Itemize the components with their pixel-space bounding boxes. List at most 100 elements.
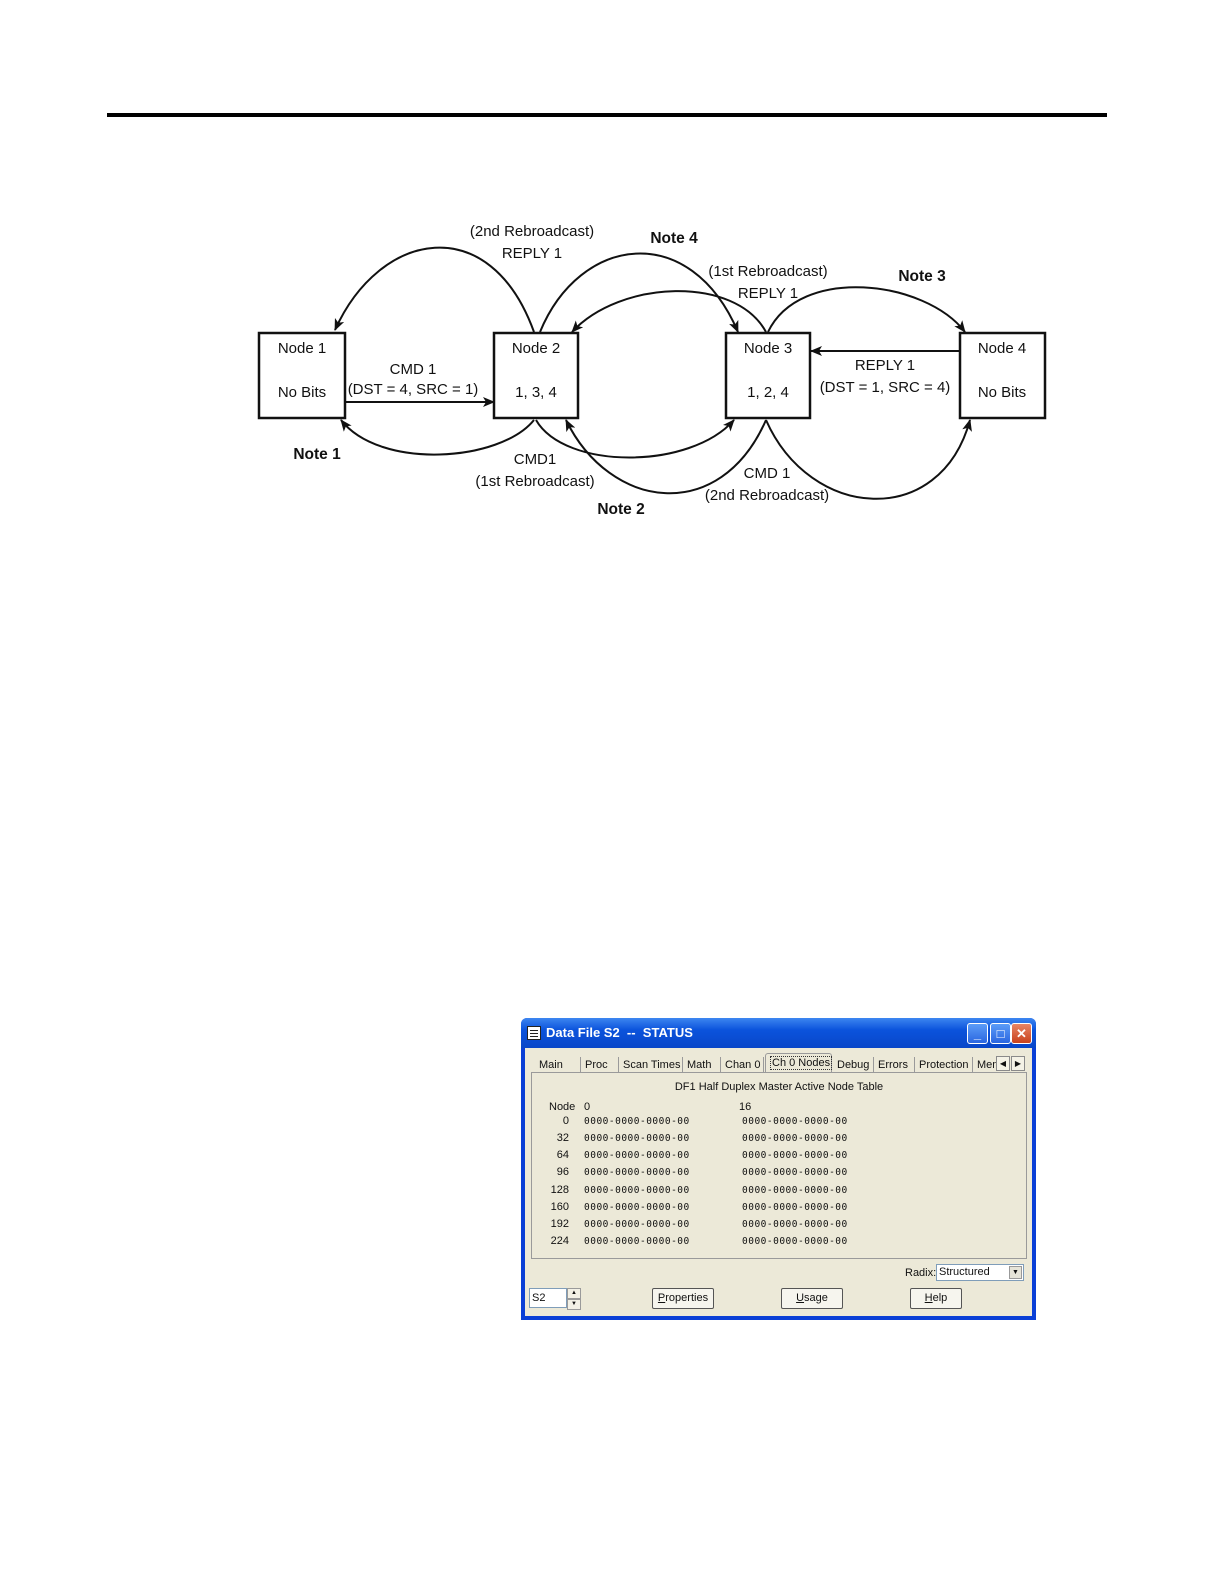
node-4-box	[958, 331, 1047, 420]
label-cmd1-2nd-a: CMD 1	[744, 465, 791, 482]
tab-strip: Main Proc Scan Times Math Chan 0 Ch 0 No…	[529, 1053, 1029, 1073]
node-3-box	[724, 331, 812, 420]
row-bits-b[interactable]: 0000-0000-0000-00	[742, 1202, 848, 1213]
node-1-box	[257, 331, 347, 420]
row-index: 64	[556, 1149, 569, 1161]
row-bits-a[interactable]: 0000-0000-0000-00	[584, 1133, 690, 1144]
note-4: Note 4	[650, 230, 698, 247]
spin-down-icon[interactable]: ▼	[567, 1299, 581, 1310]
tab-ch-0-nodes[interactable]: Ch 0 Nodes	[765, 1053, 833, 1073]
spin-up-icon[interactable]: ▲	[567, 1288, 581, 1299]
dialog-title: Data File S2 -- STATUS	[546, 1025, 693, 1040]
node-2-name: Node 2	[512, 340, 560, 357]
dialog-body: Main Proc Scan Times Math Chan 0 Ch 0 No…	[525, 1048, 1032, 1316]
label-1st-rebroadcast-reply-a: (1st Rebroadcast)	[708, 263, 827, 280]
tab-mem[interactable]: Mem	[977, 1059, 998, 1071]
row-bits-a[interactable]: 0000-0000-0000-00	[584, 1185, 690, 1196]
dialog-titlebar[interactable]: Data File S2 -- STATUS _ □ ✕	[521, 1018, 1036, 1048]
panel-title: DF1 Half Duplex Master Active Node Table	[674, 1081, 884, 1093]
row-bits-a[interactable]: 0000-0000-0000-00	[584, 1236, 690, 1247]
row-index: 128	[550, 1184, 569, 1196]
row-index: 0	[562, 1115, 569, 1127]
node-3-value: 1, 2, 4	[747, 384, 789, 401]
maximize-button[interactable]: □	[990, 1023, 1011, 1044]
tab-chan-0[interactable]: Chan 0	[721, 1057, 764, 1073]
tab-scan-times[interactable]: Scan Times	[619, 1057, 683, 1073]
tab-main[interactable]: Main	[535, 1057, 581, 1073]
label-2nd-rebroadcast-reply-a: (2nd Rebroadcast)	[470, 223, 594, 240]
radix-value: Structured	[939, 1266, 990, 1278]
row-bits-b[interactable]: 0000-0000-0000-00	[742, 1167, 848, 1178]
row-bits-a[interactable]: 0000-0000-0000-00	[584, 1219, 690, 1230]
node-2-box	[492, 331, 580, 420]
node-2-value: 1, 3, 4	[515, 384, 557, 401]
header-node: Node	[549, 1101, 576, 1113]
usage-button[interactable]: Usage	[781, 1288, 843, 1309]
node-1-name: Node 1	[278, 340, 326, 357]
tab-ch-0-nodes-label: Ch 0 Nodes	[770, 1056, 833, 1070]
arc-node3-to-node4-top	[767, 286, 966, 333]
table-row: 160 0000-0000-0000-00 0000-0000-0000-00	[532, 1201, 1012, 1216]
tab-debug[interactable]: Debug	[833, 1057, 874, 1073]
minimize-button[interactable]: _	[967, 1023, 988, 1044]
tab-errors[interactable]: Errors	[874, 1057, 915, 1073]
table-row: 128 0000-0000-0000-00 0000-0000-0000-00	[532, 1184, 1012, 1199]
tab-math[interactable]: Math	[683, 1057, 721, 1073]
header-col-0: 0	[584, 1101, 591, 1113]
table-row: 224 0000-0000-0000-00 0000-0000-0000-00	[532, 1235, 1012, 1250]
data-file-icon	[527, 1026, 541, 1040]
label-cmd1-1st-a: CMD1	[514, 451, 557, 468]
label-2nd-rebroadcast-reply-b: REPLY 1	[502, 245, 562, 262]
label-reply1-b: (DST = 1, SRC = 4)	[820, 379, 951, 396]
address-input[interactable]: S2	[529, 1288, 567, 1308]
address-spinner[interactable]: ▲ ▼	[567, 1288, 581, 1310]
arc-node2-to-node1-bottom	[340, 419, 535, 456]
arc-node3-to-node4-bottom	[765, 419, 972, 500]
row-bits-b[interactable]: 0000-0000-0000-00	[742, 1116, 848, 1127]
tab-scroll-right-icon[interactable]: ▶	[1011, 1056, 1025, 1071]
label-reply1-a: REPLY 1	[855, 357, 915, 374]
table-row: 0 0000-0000-0000-00 0000-0000-0000-00	[532, 1115, 1012, 1130]
arc-node3-to-node2-bottom	[565, 419, 767, 495]
table-row: 64 0000-0000-0000-00 0000-0000-0000-00	[532, 1149, 1012, 1164]
tab-scroll-left-icon[interactable]: ◀	[996, 1056, 1010, 1071]
label-1st-rebroadcast-reply-b: REPLY 1	[738, 285, 798, 302]
tab-proc[interactable]: Proc	[581, 1057, 619, 1073]
row-index: 32	[556, 1132, 569, 1144]
properties-button[interactable]: Properties	[652, 1288, 714, 1309]
node-3-name: Node 3	[744, 340, 792, 357]
row-index: 224	[550, 1235, 569, 1247]
radix-select[interactable]: Structured ▼	[936, 1264, 1024, 1281]
active-node-table-panel: DF1 Half Duplex Master Active Node Table…	[531, 1072, 1027, 1259]
note-2: Note 2	[597, 501, 644, 518]
row-index: 96	[556, 1166, 569, 1178]
label-cmd1-2nd-b: (2nd Rebroadcast)	[705, 487, 829, 504]
header-col-16: 16	[739, 1101, 752, 1113]
close-button[interactable]: ✕	[1011, 1023, 1032, 1044]
radix-label: Radix:	[905, 1267, 937, 1279]
arc-node3-to-node2-top	[571, 290, 767, 333]
row-bits-a[interactable]: 0000-0000-0000-00	[584, 1150, 690, 1161]
label-cmd1-b: (DST = 4, SRC = 1)	[348, 381, 479, 398]
row-bits-a[interactable]: 0000-0000-0000-00	[584, 1167, 690, 1178]
chevron-down-icon[interactable]: ▼	[1009, 1266, 1022, 1279]
table-row: 192 0000-0000-0000-00 0000-0000-0000-00	[532, 1218, 1012, 1233]
note-1: Note 1	[293, 446, 341, 463]
row-bits-b[interactable]: 0000-0000-0000-00	[742, 1133, 848, 1144]
tab-protection[interactable]: Protection	[915, 1057, 973, 1073]
label-cmd1-a: CMD 1	[390, 361, 437, 378]
row-bits-a[interactable]: 0000-0000-0000-00	[584, 1202, 690, 1213]
note-3: Note 3	[898, 268, 946, 285]
node-diagram: Node 1 No Bits Node 2 1, 3, 4 Node 3 1, …	[257, 223, 1047, 518]
row-index: 160	[550, 1201, 569, 1213]
row-bits-b[interactable]: 0000-0000-0000-00	[742, 1219, 848, 1230]
row-bits-b[interactable]: 0000-0000-0000-00	[742, 1236, 848, 1247]
arc-node2-to-node1-top	[334, 246, 535, 333]
help-button[interactable]: Help	[910, 1288, 962, 1309]
arc-node2-to-node3-top	[539, 252, 739, 333]
row-bits-a[interactable]: 0000-0000-0000-00	[584, 1116, 690, 1127]
row-bits-b[interactable]: 0000-0000-0000-00	[742, 1150, 848, 1161]
label-cmd1-1st-b: (1st Rebroadcast)	[475, 473, 594, 490]
table-row: 96 0000-0000-0000-00 0000-0000-0000-00	[532, 1166, 1012, 1181]
row-bits-b[interactable]: 0000-0000-0000-00	[742, 1185, 848, 1196]
